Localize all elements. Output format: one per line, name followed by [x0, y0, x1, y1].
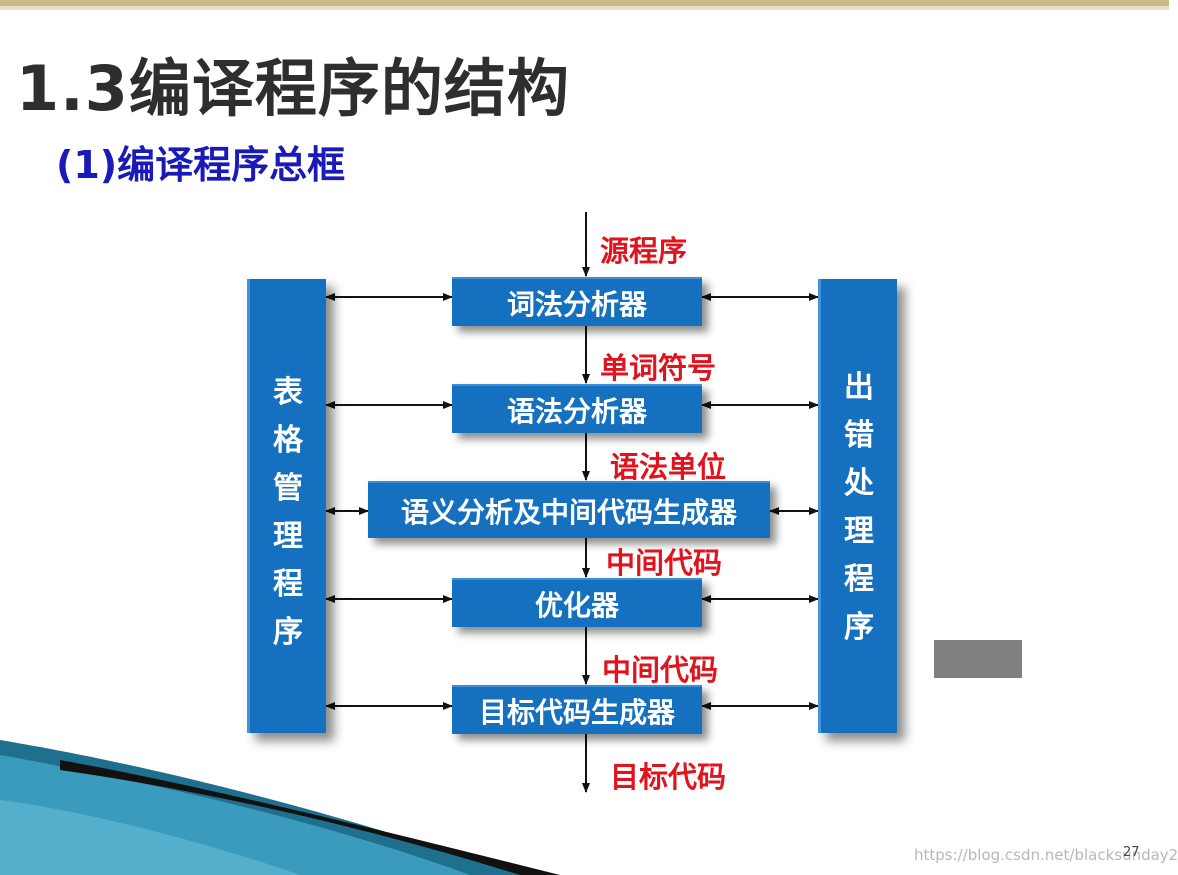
corner-swoosh	[0, 740, 560, 875]
flow-label-ir-1: 中间代码	[606, 546, 723, 580]
top-border-shade	[0, 6, 1169, 10]
slide-title: 1.3编译程序的结构	[16, 52, 570, 125]
top-border	[0, 0, 1169, 6]
table-management-label: 表格管理程序	[250, 369, 326, 657]
error-handling-label: 出错处理程序	[821, 364, 897, 652]
page-number: 27	[1123, 845, 1140, 860]
watermark: https://blog.csdn.net/blacksunday2	[914, 846, 1178, 864]
flow-label-source: 源程序	[600, 234, 688, 268]
stage-optimizer: 优化器	[452, 578, 702, 627]
right-panel-text: 出错处理程序	[844, 370, 874, 645]
left-panel-text: 表格管理程序	[273, 375, 303, 650]
table-management-panel: 表格管理程序	[247, 279, 326, 733]
stage-codegen: 目标代码生成器	[452, 685, 702, 734]
stage-lexer: 词法分析器	[452, 277, 702, 326]
flow-label-target: 目标代码	[610, 760, 727, 794]
stage-parser: 语法分析器	[452, 384, 702, 433]
slide-subtitle: (1)编译程序总框	[56, 143, 346, 187]
flow-label-ir-2: 中间代码	[602, 653, 719, 687]
error-handling-panel: 出错处理程序	[818, 279, 897, 733]
stage-semantic-ir-generator: 语义分析及中间代码生成器	[368, 481, 770, 538]
flow-label-tokens: 单词符号	[600, 351, 717, 385]
flow-label-syntax-units: 语法单位	[610, 450, 727, 484]
gray-block	[934, 640, 1022, 678]
